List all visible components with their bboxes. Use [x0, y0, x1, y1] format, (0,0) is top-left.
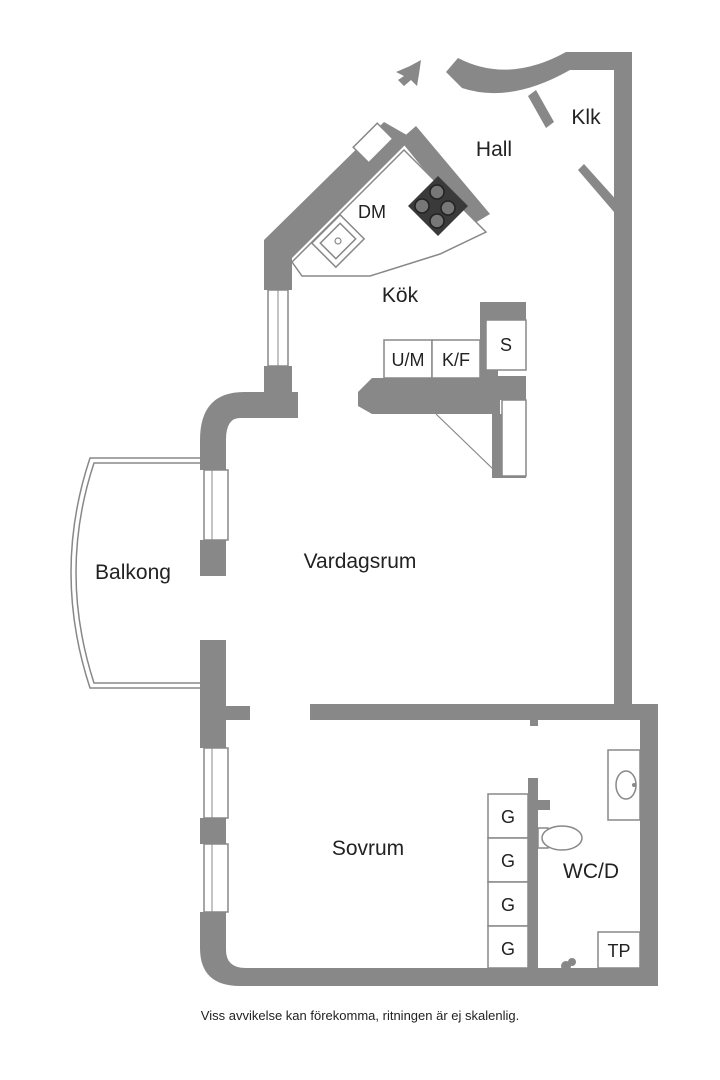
room-label-kok: Kök [382, 284, 419, 307]
wardrobes [487, 793, 529, 969]
room-labels: Hall Klk Kök Vardagsrum Balkong Sovrum W… [95, 106, 619, 883]
windows [203, 122, 394, 913]
bathroom-fixtures [537, 749, 641, 971]
kitchen-fixtures [291, 148, 527, 477]
room-label-balkong: Balkong [95, 561, 171, 584]
room-label-wc: WC/D [563, 860, 619, 883]
toilet-icon [537, 825, 583, 851]
fixture-label-g2: G [501, 851, 515, 871]
sink-icon [310, 213, 366, 269]
fixture-label-dm: DM [358, 202, 386, 222]
fixture-label-g3: G [501, 895, 515, 915]
fixture-label-tp: TP [607, 941, 630, 961]
fixture-label-um: U/M [392, 350, 425, 370]
fixture-label-s: S [500, 335, 512, 355]
balcony-outline [70, 457, 200, 689]
fixture-labels: DM U/M K/F S G G G G TP [358, 202, 631, 961]
disclaimer-text: Viss avvikelse kan förekomma, ritningen … [200, 1008, 520, 1023]
inner-walls [310, 90, 658, 970]
stove-icon [408, 176, 468, 236]
fixture-label-kf: K/F [442, 350, 470, 370]
fixture-label-g4: G [501, 939, 515, 959]
room-label-sovrum: Sovrum [332, 837, 404, 860]
tp-box [597, 931, 641, 969]
outer-walls [200, 52, 658, 986]
floor-drain-icon [561, 958, 576, 971]
fixture-label-g1: G [501, 807, 515, 827]
washbasin-icon [607, 749, 641, 821]
room-label-vardagsrum: Vardagsrum [304, 550, 417, 573]
room-label-klk: Klk [571, 106, 601, 129]
room-label-hall: Hall [476, 138, 512, 161]
entrance-arrow-icon [396, 60, 421, 86]
